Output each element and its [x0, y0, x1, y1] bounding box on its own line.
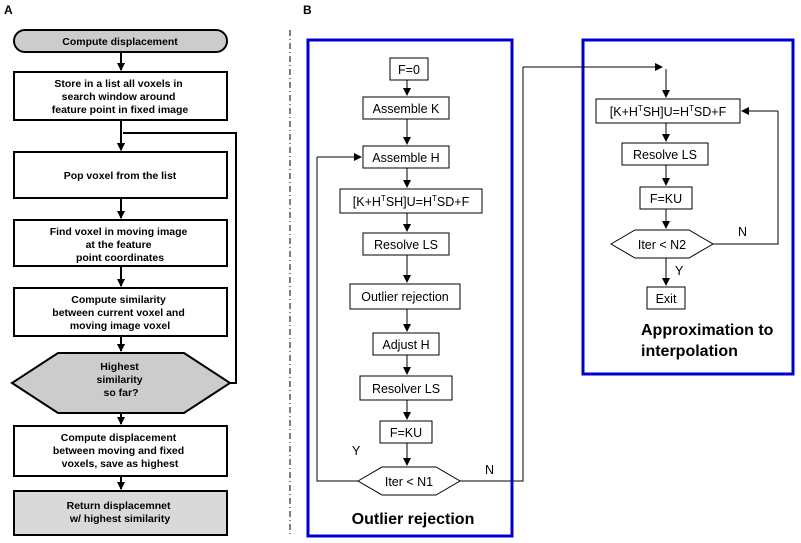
flow-b-outlier-connectors: [316, 63, 663, 482]
text-iter-n1: Iter < N1: [385, 475, 433, 489]
box-outlier-rejection: [349, 283, 461, 310]
text-f-ku-1: F=KU: [390, 426, 422, 440]
flow-a-connectors: [117, 52, 237, 490]
text-f0: F=0: [398, 63, 420, 77]
flow-a-compute-displacement-text: Compute displacement between moving and …: [53, 432, 187, 470]
flow-a-return: Return displacemnet w/ highest similarit…: [13, 490, 228, 536]
text-resolve-ls-1: Resolve LS: [374, 238, 438, 252]
text-resolve-ls-2: Resolve LS: [633, 148, 697, 162]
panel-a-label: A: [4, 3, 13, 17]
flow-a-store-voxels: Store in a list all voxels in search win…: [13, 71, 228, 121]
text-exit: Exit: [656, 292, 677, 306]
panel-b-label: B: [303, 3, 312, 17]
flow-a-start-text: Compute displacement: [62, 36, 178, 48]
box-adjust-h: [372, 332, 440, 356]
flow-a-pop-voxel-text: Pop voxel from the list: [64, 170, 177, 182]
text-outlier-rejection: Outlier rejection: [361, 290, 449, 304]
text-equation-2: [K+HTSH]U=HTSD+F: [610, 104, 727, 119]
box-equation-2: [595, 98, 741, 124]
box-assemble-h: [362, 145, 450, 169]
text-assemble-k: Assemble K: [373, 102, 440, 116]
text-f-ku-2: F=KU: [650, 192, 682, 206]
flow-a-find-voxel: Find voxel in moving image at the featur…: [13, 219, 228, 267]
box-f-ku-1: [379, 420, 433, 444]
label-y-2: Y: [675, 264, 684, 278]
box-resolver-ls: [359, 375, 453, 401]
box-f0: [389, 57, 429, 81]
text-iter-n2: Iter < N2: [638, 238, 686, 252]
box-assemble-k: [362, 96, 450, 120]
box-resolve-ls-2: [621, 142, 709, 166]
text-assemble-h: Assemble H: [372, 151, 439, 165]
flow-a-compute-similarity: Compute similarity between current voxel…: [13, 287, 228, 337]
approximation-caption: Approximation to interpolation: [641, 322, 778, 360]
flow-a-start: Compute displacement: [13, 29, 228, 53]
box-equation-1: [339, 188, 483, 214]
flow-a-decision-highest: Highest similarity so far?: [10, 352, 232, 414]
outlier-rejection-frame: [306, 38, 514, 538]
outlier-rejection-caption: Outlier rejection: [352, 511, 475, 528]
flow-a-compute-displacement: Compute displacement between moving and …: [13, 425, 228, 477]
label-n-2: N: [738, 225, 747, 239]
label-y-1: Y: [352, 444, 361, 458]
box-exit: [646, 286, 686, 310]
approximation-frame: [581, 38, 795, 376]
box-resolve-ls-1: [362, 232, 450, 256]
text-resolver-ls: Resolver LS: [372, 382, 440, 396]
flow-a-find-voxel-text: Find voxel in moving image at the featur…: [50, 226, 191, 264]
flow-a-return-text: Return displacemnet w/ highest similarit…: [67, 500, 174, 525]
label-n-1: N: [485, 463, 494, 477]
text-equation-1: [K+HTSH]U=HTSD+F: [353, 194, 470, 209]
flow-a-decision-text: Highest similarity so far?: [96, 361, 145, 399]
flow-a-compute-similarity-text: Compute similarity between current voxel…: [52, 294, 187, 332]
flow-a-store-voxels-text: Store in a list all voxels in search win…: [52, 78, 189, 116]
flow-b-approx-connectors: [662, 69, 779, 286]
flow-a-pop-voxel: Pop voxel from the list: [13, 151, 228, 199]
text-adjust-h: Adjust H: [382, 338, 429, 352]
